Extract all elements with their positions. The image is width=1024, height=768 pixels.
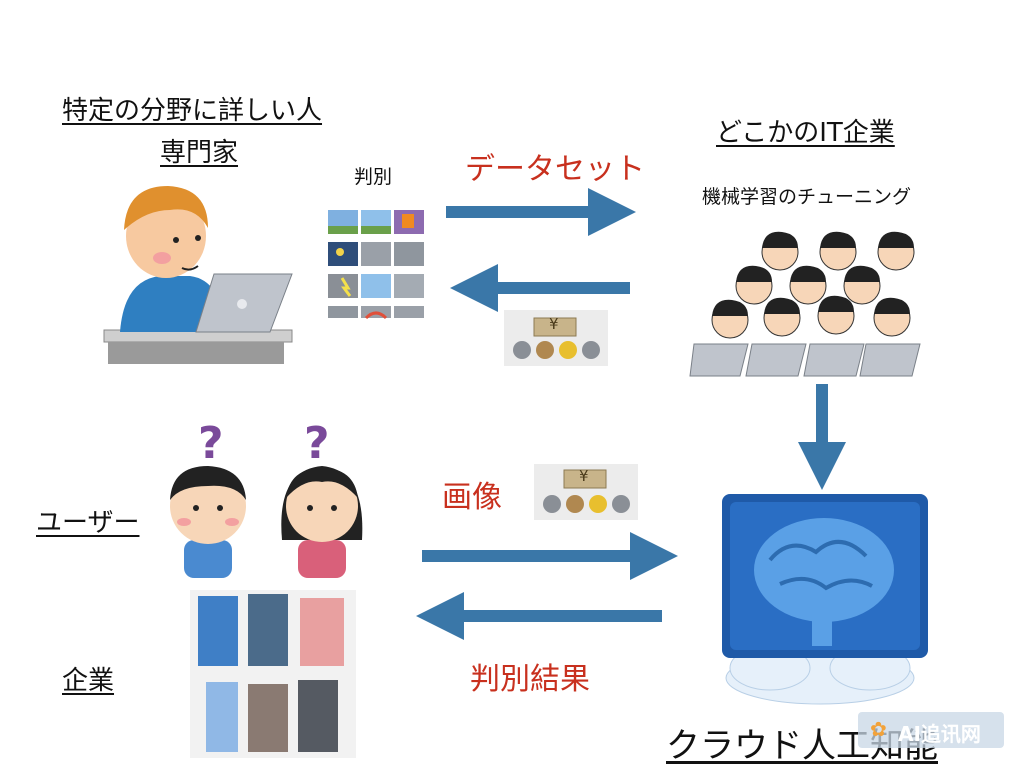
users-illustration: ? ? xyxy=(170,418,363,578)
question-mark-icon: ? xyxy=(304,418,330,469)
expert-illustration xyxy=(103,186,293,364)
users-label: ユーザー xyxy=(36,508,140,538)
image-grid-icon xyxy=(326,208,426,320)
result-arrow-label: 判別結果 xyxy=(470,662,590,697)
yen-note-icon: ¥ xyxy=(579,467,589,485)
watermark-text: AI追讯网 xyxy=(898,722,981,746)
dataset-arrow-label: データセット xyxy=(465,152,645,187)
watermark-logo: ✿ AI追讯网 xyxy=(858,712,1004,748)
image-arrow-label: 画像 xyxy=(442,480,502,515)
expert-subtitle: 専門家 xyxy=(160,138,239,168)
it-company-title: どこかのIT企業 xyxy=(716,118,895,148)
expert-title: 特定の分野に詳しい人 xyxy=(62,96,323,126)
cloud-ai-illustration xyxy=(722,494,928,705)
question-mark-icon: ? xyxy=(198,418,224,469)
buildings-illustration xyxy=(190,590,356,758)
yen-note-icon: ¥ xyxy=(549,315,559,333)
engineers-illustration xyxy=(689,231,921,377)
enterprise-label: 企業 xyxy=(62,666,115,696)
classify-label: 判別 xyxy=(354,166,393,188)
watermark-flower-icon: ✿ xyxy=(870,717,887,741)
ml-tuning-label: 機械学習のチューニング xyxy=(702,186,912,208)
